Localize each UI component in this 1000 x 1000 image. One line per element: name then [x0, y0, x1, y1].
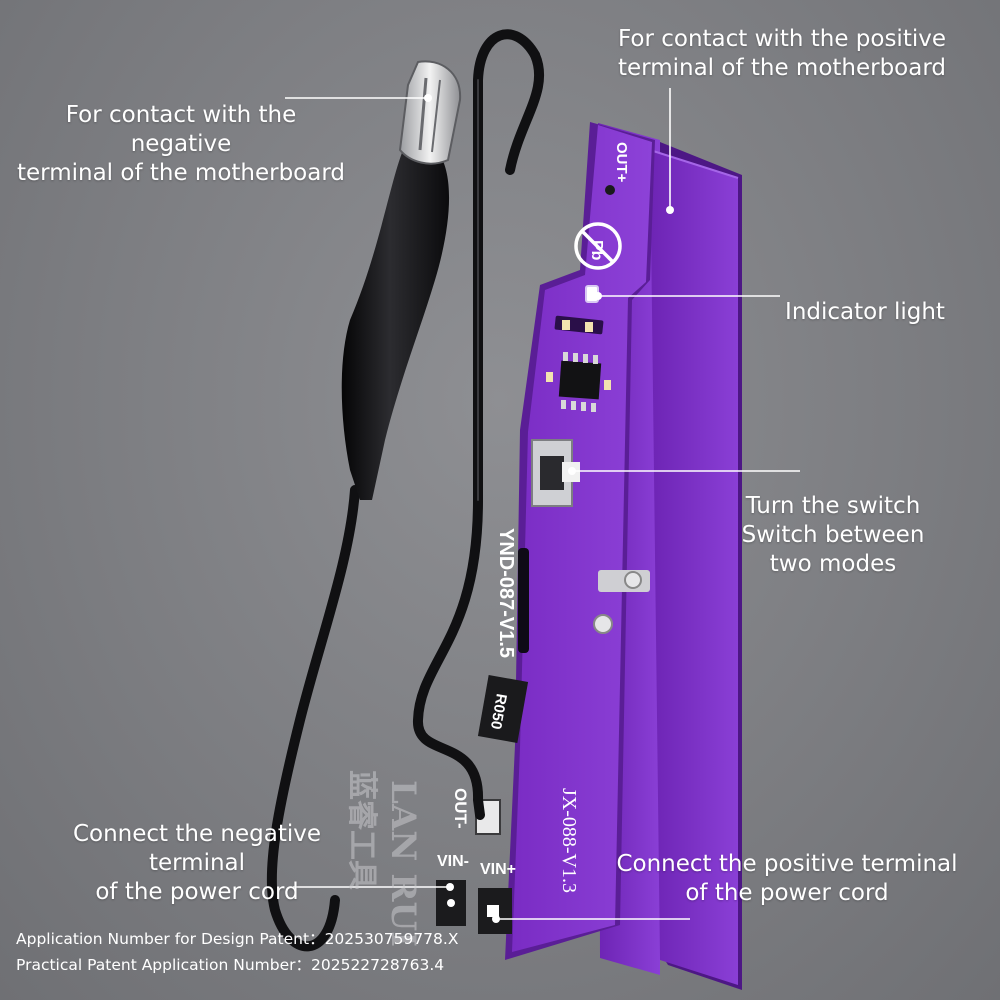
callout-positive-power-cord: Connect the positive terminal of the pow…: [612, 850, 962, 908]
vin-plus-label: VIN+: [480, 861, 516, 878]
test-cable: [266, 29, 545, 952]
callout-line: terminal of the motherboard: [16, 160, 346, 186]
model-front-label: YND-087-V1.5: [495, 528, 517, 658]
callout-line: Indicator light: [785, 299, 945, 325]
callout-line: For contact with the negative: [65, 102, 297, 157]
practical-patent-number: Practical Patent Application Number：2025…: [16, 956, 445, 974]
watermark-cn: 蓝睿工具: [344, 770, 379, 890]
front-board: [436, 122, 655, 960]
watermark-en: LAN RUI: [383, 780, 423, 947]
brand-watermark: 蓝睿工具 LAN RUI: [344, 770, 423, 947]
model-back-label: JX-088-V1.3: [558, 788, 580, 893]
board-labels: OUT+ YND-087-V1.5 R050 OUT- VIN- VIN+ JX…: [437, 142, 630, 893]
callout-positive-terminal-motherboard: For contact with the positive terminal o…: [614, 25, 950, 83]
callout-line: of the power cord: [95, 879, 299, 905]
out-plus-label: OUT+: [613, 142, 630, 183]
callout-line: two modes: [769, 551, 897, 577]
callout-indicator-light: Indicator light: [780, 298, 950, 327]
alligator-clip: [341, 60, 462, 500]
callout-line: Connect the positive terminal: [616, 851, 958, 877]
callout-switch: Turn the switch Switch between two modes: [730, 492, 936, 579]
resistor-label: R050: [487, 692, 510, 730]
callout-line: Switch between: [741, 522, 925, 548]
callout-line: of the power cord: [685, 880, 889, 906]
callout-leaders: [285, 88, 800, 920]
pb-logo-label: Pb: [588, 240, 605, 261]
callout-line: Turn the switch: [745, 493, 921, 519]
callout-line: terminal of the motherboard: [617, 55, 947, 81]
callout-negative-power-cord: Connect the negative terminal of the pow…: [22, 820, 372, 907]
callout-line: For contact with the positive: [617, 26, 946, 52]
callout-line: Connect the negative terminal: [72, 821, 322, 876]
out-minus-label: OUT-: [451, 788, 470, 829]
design-patent-number: Application Number for Design Patent：202…: [16, 930, 459, 948]
vin-minus-label: VIN-: [437, 853, 469, 870]
callout-negative-terminal-motherboard: For contact with the negative terminal o…: [14, 101, 348, 188]
